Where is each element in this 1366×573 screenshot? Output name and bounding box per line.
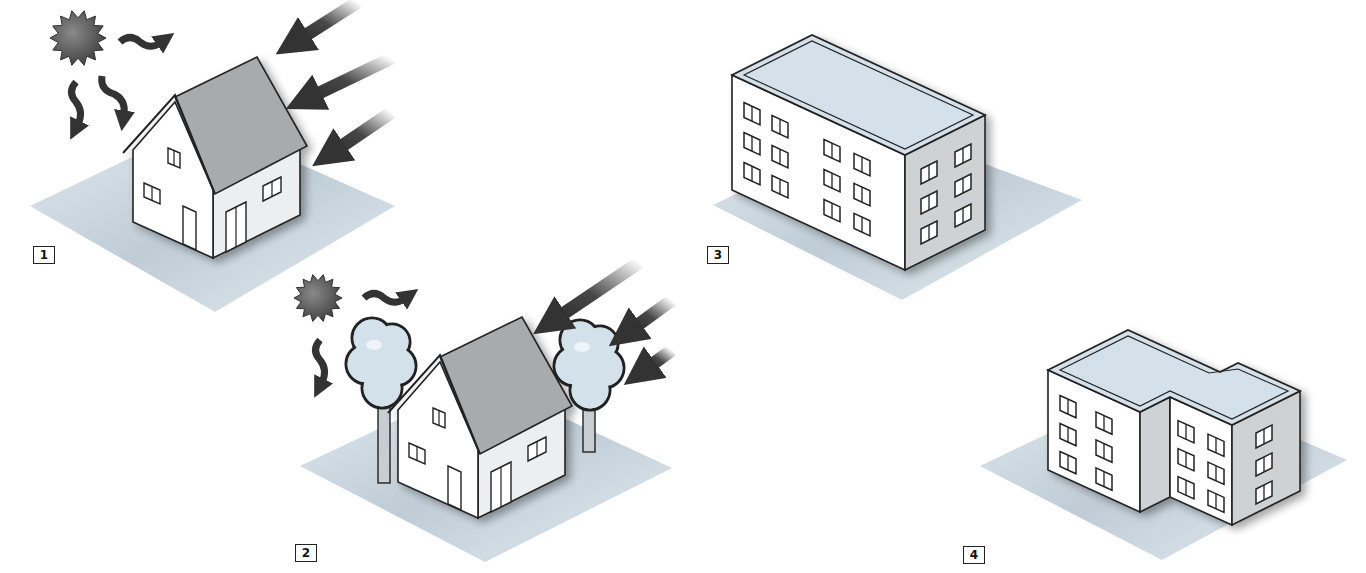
window-bar [1263, 429, 1264, 444]
window [1208, 462, 1224, 484]
callout-number: 2 [295, 544, 317, 562]
sun-rays [316, 294, 405, 383]
window-bar [962, 178, 963, 193]
window [744, 133, 760, 155]
window [772, 115, 788, 137]
tree [554, 320, 624, 452]
window [1096, 412, 1112, 434]
window-bar [1185, 480, 1186, 495]
window-bar [1103, 472, 1104, 487]
l-shaped-block [1048, 330, 1300, 525]
window-bar [1185, 452, 1186, 467]
window [1208, 434, 1224, 456]
window [955, 204, 971, 227]
house [123, 57, 307, 258]
window [921, 161, 937, 184]
window [854, 213, 870, 235]
windows [744, 103, 971, 244]
callout-number: 4 [963, 546, 985, 564]
window [1208, 490, 1224, 512]
wind-arrows [303, 2, 392, 148]
wind-arrows [560, 262, 672, 366]
window-bar [1103, 416, 1104, 431]
window [1178, 421, 1194, 443]
window [955, 144, 971, 167]
window-bar [962, 148, 963, 163]
window-bar [1215, 438, 1216, 453]
window [1256, 425, 1272, 448]
sun-disc [294, 275, 342, 322]
window-bar [751, 166, 752, 181]
window-bar [1103, 444, 1104, 459]
window-bar [928, 195, 929, 210]
sun-rays [72, 38, 161, 125]
window [1060, 423, 1076, 445]
window [1096, 440, 1112, 462]
window [772, 145, 788, 167]
house [388, 317, 572, 518]
window-bar [751, 106, 752, 121]
window-bar [1215, 466, 1216, 481]
window-bar [861, 187, 862, 202]
window-bar [831, 173, 832, 188]
window-bar [1067, 455, 1068, 470]
window-bar [928, 225, 929, 240]
window [824, 200, 840, 222]
window [921, 221, 937, 244]
window [921, 191, 937, 214]
window-bar [861, 217, 862, 232]
window [824, 140, 840, 162]
window-bar [1067, 427, 1068, 442]
window [772, 175, 788, 197]
window-bar [962, 208, 963, 223]
windows [1060, 395, 1272, 512]
window [1256, 481, 1272, 504]
window-bar [779, 149, 780, 164]
window [824, 170, 840, 192]
window-bar [779, 179, 780, 194]
window-bar [1067, 399, 1068, 414]
window [854, 153, 870, 175]
window [1060, 395, 1076, 417]
window [854, 183, 870, 205]
sun-disc [50, 11, 106, 66]
window-bar [831, 143, 832, 158]
window [1060, 451, 1076, 473]
window-bar [861, 157, 862, 172]
window-bar [751, 136, 752, 151]
window [1096, 468, 1112, 490]
window [1178, 477, 1194, 499]
window-bar [1263, 457, 1264, 472]
window-bar [831, 203, 832, 218]
window-bar [1215, 494, 1216, 509]
window-bar [1185, 424, 1186, 439]
window [955, 174, 971, 197]
window [1178, 449, 1194, 471]
window [1256, 453, 1272, 476]
apartment-block [732, 35, 985, 270]
window-bar [779, 119, 780, 134]
callout-number: 3 [707, 246, 729, 264]
window-bar [1263, 485, 1264, 500]
window [744, 103, 760, 125]
window-bar [928, 165, 929, 180]
sun [294, 275, 342, 322]
callout-number: 1 [33, 246, 55, 264]
sun [50, 11, 106, 66]
window [744, 163, 760, 185]
ground-plane [980, 380, 1347, 560]
